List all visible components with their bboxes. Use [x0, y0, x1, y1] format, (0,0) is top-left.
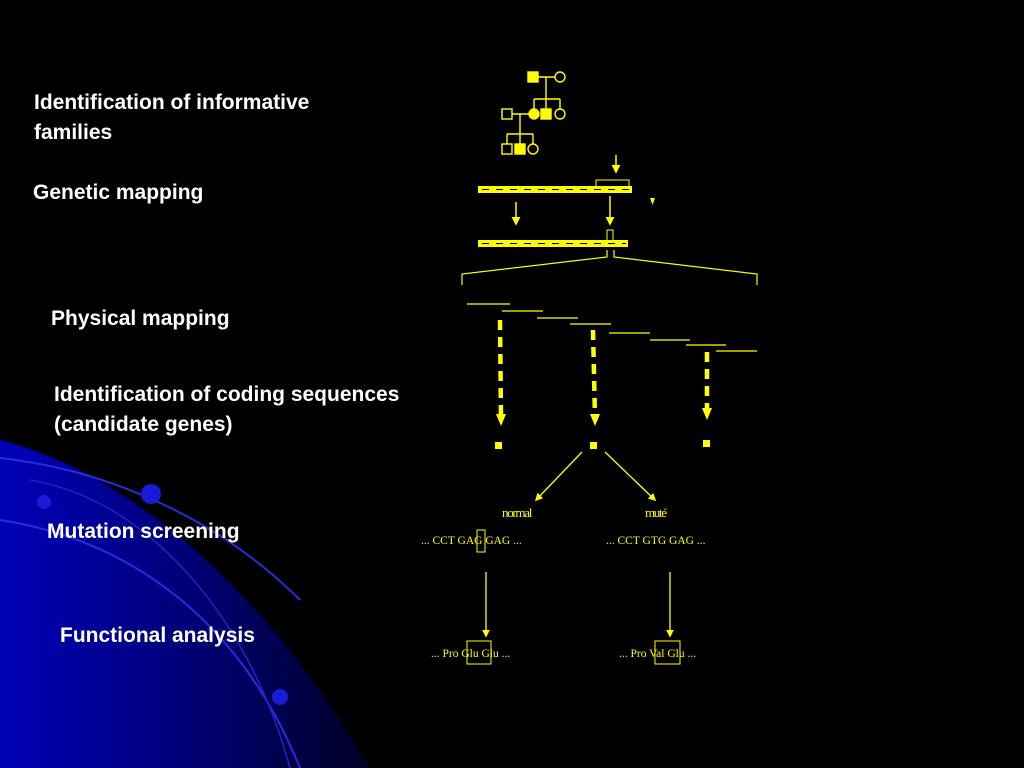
- step-functional-analysis-text: Functional analysis: [60, 624, 255, 647]
- mutation-screening-diagram: normal muté ... CCT GAG GAG ... ... CCT …: [421, 451, 706, 638]
- step-informative-families-text: Identification of informative families: [34, 91, 310, 144]
- candidate-genes: [495, 319, 712, 449]
- pedigree-gen2-male: [501, 108, 513, 120]
- normal-residue-box: [466, 640, 492, 665]
- step-informative-families: Identification of informative families: [34, 88, 394, 148]
- gene-marker-right: [703, 440, 710, 447]
- pedigree-gen2-female: [554, 108, 566, 120]
- step-genetic-mapping-text: Genetic mapping: [33, 181, 204, 204]
- curve-line-1: [0, 457, 301, 601]
- mutant-dna-sequence: ... CCT GTG GAG ...: [606, 535, 706, 547]
- zoom-line-left: [461, 250, 608, 285]
- candidate-region-bracket: [595, 179, 630, 186]
- genetic-map: [478, 155, 655, 247]
- normal-dna-sequence: ... CCT GAG GAG ...: [421, 535, 522, 547]
- pedigree-gen2-affected-male: [540, 108, 552, 120]
- pedigree-chart: [501, 71, 566, 155]
- mutant-label: muté: [645, 505, 667, 520]
- step-genetic-mapping: Genetic mapping: [33, 178, 203, 208]
- pedigree-gen1-female: [554, 71, 566, 83]
- pedigree-gen3-male: [501, 143, 513, 155]
- pedigree-gen3-female: [527, 143, 539, 155]
- normal-codon-highlight: [476, 529, 486, 553]
- decor-dot-small: [37, 495, 51, 509]
- step-coding-sequences-text: Identification of coding sequences (cand…: [54, 383, 400, 436]
- normal-label: normal: [502, 505, 533, 520]
- decor-dot-large: [141, 484, 161, 504]
- gene-arrow-middle: [590, 329, 598, 419]
- gene-marker-middle: [590, 442, 597, 449]
- step-physical-mapping: Physical mapping: [51, 304, 230, 334]
- step-coding-sequences: Identification of coding sequences (cand…: [54, 380, 494, 440]
- branch-arrow-normal: [534, 451, 583, 502]
- small-marker-arrow: [650, 198, 655, 205]
- functional-analysis-diagram: ... Pro Glu Glu ... ... Pro Val Glu ...: [431, 640, 696, 665]
- physical-map: [461, 250, 758, 352]
- curve-line-3: [29, 479, 291, 768]
- narrowed-region-bracket: [606, 229, 614, 240]
- gene-marker-left: [495, 442, 502, 449]
- zoom-line-right: [613, 250, 758, 285]
- step-physical-mapping-text: Physical mapping: [51, 307, 230, 330]
- decor-dot-bottom: [272, 689, 288, 705]
- pedigree-gen1-affected-male: [527, 71, 539, 83]
- mutant-protein-sequence: ... Pro Val Glu ...: [619, 648, 696, 660]
- pedigree-gen3-affected-male: [514, 143, 526, 155]
- step-mutation-screening-text: Mutation screening: [47, 520, 240, 543]
- step-mutation-screening: Mutation screening: [47, 517, 240, 547]
- curve-line-2: [0, 519, 301, 768]
- pedigree-gen2-affected-female: [528, 108, 540, 120]
- mutant-residue-box: [654, 640, 681, 665]
- branch-arrow-mutant: [604, 451, 657, 502]
- gene-arrow-left: [497, 319, 504, 419]
- step-functional-analysis: Functional analysis: [60, 621, 255, 651]
- normal-protein-sequence: ... Pro Glu Glu ...: [431, 648, 510, 660]
